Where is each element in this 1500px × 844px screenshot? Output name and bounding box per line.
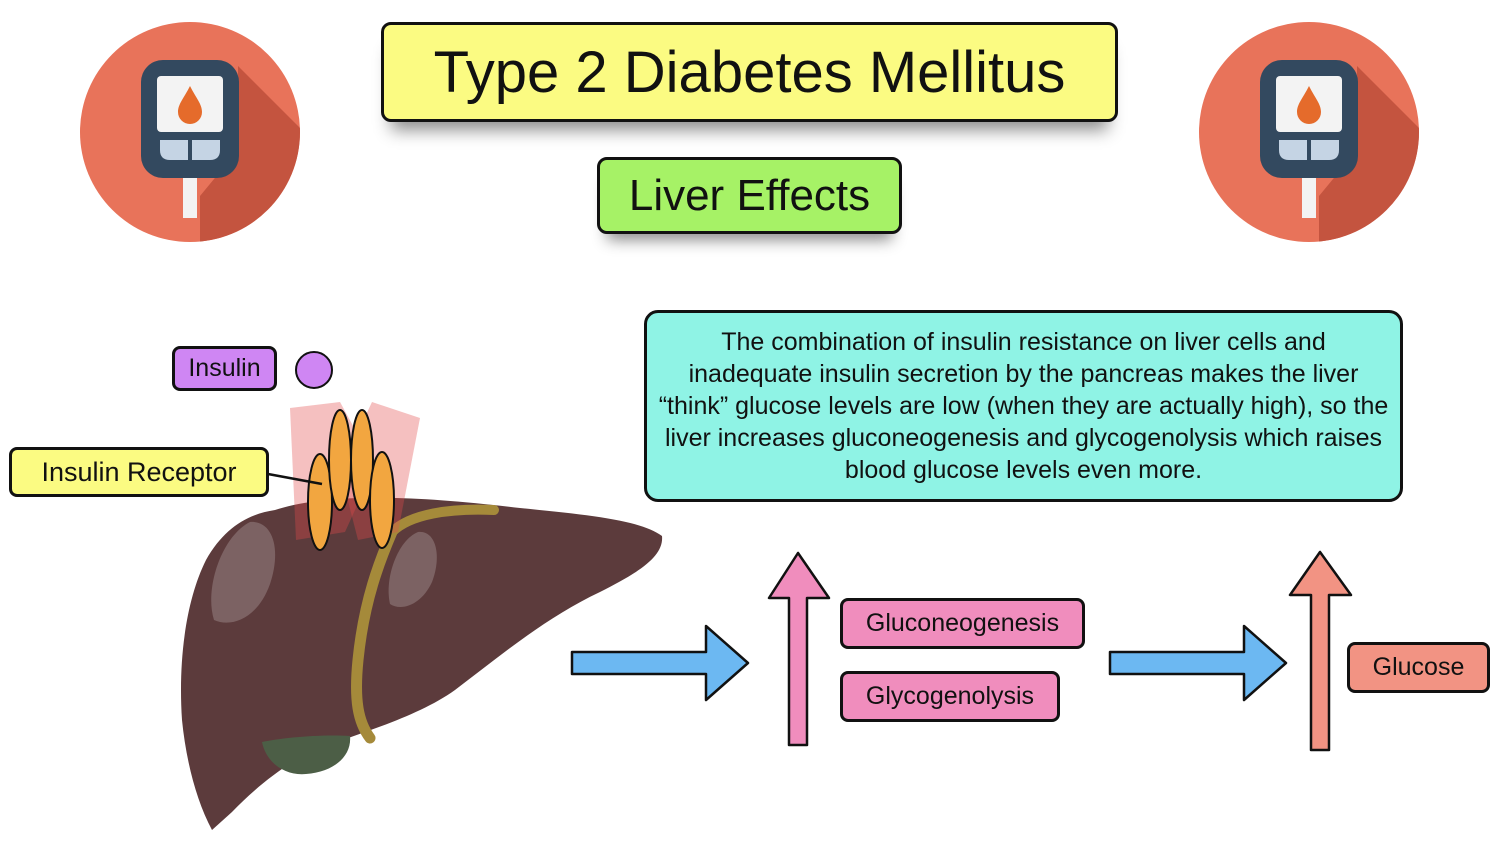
increase-arrow-icon-1	[767, 551, 831, 747]
gluconeogenesis-label: Gluconeogenesis	[840, 598, 1085, 649]
glucose-meter-icon-right	[1199, 22, 1419, 242]
insulin-label: Insulin	[172, 346, 277, 391]
arrow-right-icon-2	[1108, 624, 1288, 702]
page-subtitle: Liver Effects	[597, 157, 902, 234]
insulin-receptor-label: Insulin Receptor	[9, 447, 269, 497]
increase-arrow-icon-2	[1288, 550, 1353, 752]
insulin-molecule-icon	[295, 351, 333, 389]
glucose-label: Glucose	[1347, 642, 1490, 693]
glucose-meter-icon-left	[80, 22, 300, 242]
arrow-right-icon-1	[570, 624, 750, 702]
explanation-text: The combination of insulin resistance on…	[658, 328, 1389, 484]
liver-illustration	[181, 497, 663, 830]
explanation-box: The combination of insulin resistance on…	[644, 310, 1403, 502]
insulin-receptor-graphic	[267, 402, 420, 551]
page-title: Type 2 Diabetes Mellitus	[381, 22, 1118, 122]
glycogenolysis-label: Glycogenolysis	[840, 671, 1060, 722]
